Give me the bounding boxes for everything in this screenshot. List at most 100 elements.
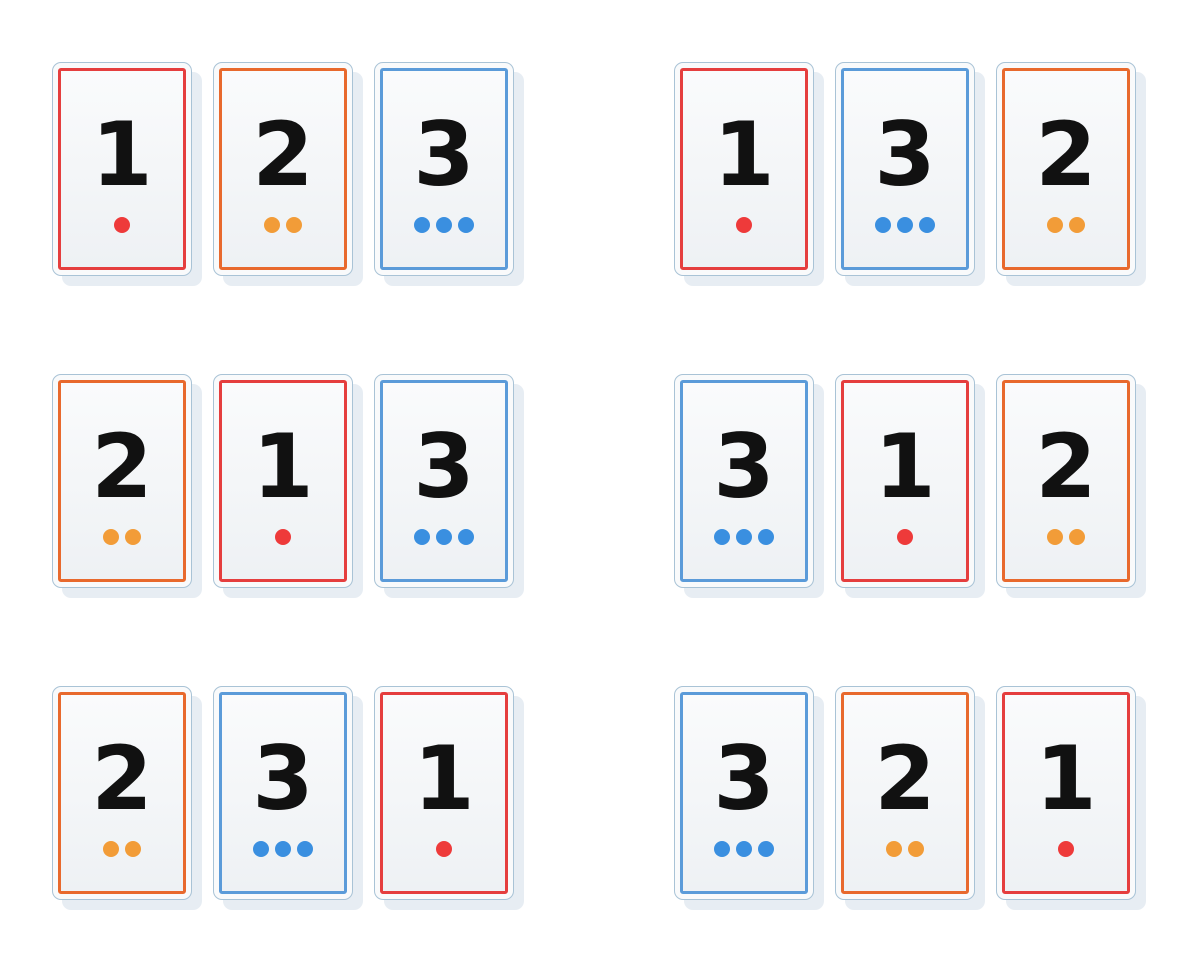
card-face: 3 — [680, 692, 808, 894]
pip-dot — [264, 217, 280, 233]
pip-dot — [458, 529, 474, 545]
pip-dot — [897, 217, 913, 233]
card-face: 3 — [680, 380, 808, 582]
number-card: 3 — [674, 374, 814, 588]
pip-dot — [736, 529, 752, 545]
pip-dots — [1005, 841, 1127, 857]
number-card: 2 — [52, 686, 192, 900]
card-face: 2 — [841, 692, 969, 894]
card-face: 3 — [380, 68, 508, 270]
card-face: 1 — [58, 68, 186, 270]
number-card: 1 — [374, 686, 514, 900]
card-number: 3 — [413, 415, 475, 518]
pip-dot — [886, 841, 902, 857]
pip-dot — [1069, 217, 1085, 233]
pip-dots — [683, 529, 805, 545]
pip-dot — [714, 529, 730, 545]
card-number: 2 — [252, 103, 314, 206]
card-number: 1 — [91, 103, 153, 206]
pip-dots — [844, 529, 966, 545]
pip-dot — [275, 841, 291, 857]
number-card: 3 — [213, 686, 353, 900]
pip-dot — [897, 529, 913, 545]
card-face: 1 — [380, 692, 508, 894]
card-face: 2 — [58, 380, 186, 582]
pip-dot — [114, 217, 130, 233]
pip-dot — [414, 217, 430, 233]
pip-dot — [436, 529, 452, 545]
card-number: 2 — [91, 415, 153, 518]
card-number: 3 — [413, 103, 475, 206]
pip-dots — [844, 217, 966, 233]
card-face: 1 — [219, 380, 347, 582]
pip-dot — [103, 529, 119, 545]
number-card: 1 — [835, 374, 975, 588]
pip-dots — [683, 217, 805, 233]
card-number: 3 — [713, 415, 775, 518]
pip-dots — [1005, 217, 1127, 233]
pip-dot — [436, 217, 452, 233]
card-number: 1 — [252, 415, 314, 518]
card-face: 2 — [219, 68, 347, 270]
number-card: 1 — [213, 374, 353, 588]
card-face: 3 — [219, 692, 347, 894]
pip-dot — [908, 841, 924, 857]
pip-dots — [383, 841, 505, 857]
pip-dot — [736, 217, 752, 233]
number-card: 2 — [52, 374, 192, 588]
pip-dot — [1058, 841, 1074, 857]
pip-dots — [383, 529, 505, 545]
pip-dots — [61, 217, 183, 233]
number-card: 1 — [674, 62, 814, 276]
pip-dots — [683, 841, 805, 857]
pip-dot — [714, 841, 730, 857]
card-number: 1 — [413, 727, 475, 830]
pip-dot — [1069, 529, 1085, 545]
card-number: 3 — [874, 103, 936, 206]
pip-dot — [1047, 529, 1063, 545]
pip-dots — [383, 217, 505, 233]
number-card: 3 — [674, 686, 814, 900]
number-card: 2 — [996, 62, 1136, 276]
card-number: 1 — [1035, 727, 1097, 830]
pip-dot — [436, 841, 452, 857]
card-face: 3 — [380, 380, 508, 582]
card-face: 1 — [680, 68, 808, 270]
pip-dot — [275, 529, 291, 545]
pip-dots — [1005, 529, 1127, 545]
pip-dot — [286, 217, 302, 233]
pip-dots — [844, 841, 966, 857]
card-number: 2 — [91, 727, 153, 830]
pip-dot — [736, 841, 752, 857]
card-number: 2 — [874, 727, 936, 830]
pip-dots — [222, 217, 344, 233]
pip-dot — [758, 841, 774, 857]
card-face: 3 — [841, 68, 969, 270]
pip-dot — [758, 529, 774, 545]
number-card: 3 — [374, 374, 514, 588]
number-card: 1 — [52, 62, 192, 276]
pip-dot — [919, 217, 935, 233]
pip-dot — [297, 841, 313, 857]
pip-dot — [125, 841, 141, 857]
card-face: 1 — [1002, 692, 1130, 894]
card-face: 1 — [841, 380, 969, 582]
card-face: 2 — [1002, 68, 1130, 270]
card-face: 2 — [58, 692, 186, 894]
pip-dots — [222, 841, 344, 857]
number-card: 1 — [996, 686, 1136, 900]
number-card: 2 — [213, 62, 353, 276]
pip-dot — [253, 841, 269, 857]
card-number: 2 — [1035, 415, 1097, 518]
pip-dot — [875, 217, 891, 233]
pip-dots — [222, 529, 344, 545]
pip-dot — [458, 217, 474, 233]
card-number: 3 — [713, 727, 775, 830]
number-card: 2 — [996, 374, 1136, 588]
number-card: 3 — [374, 62, 514, 276]
